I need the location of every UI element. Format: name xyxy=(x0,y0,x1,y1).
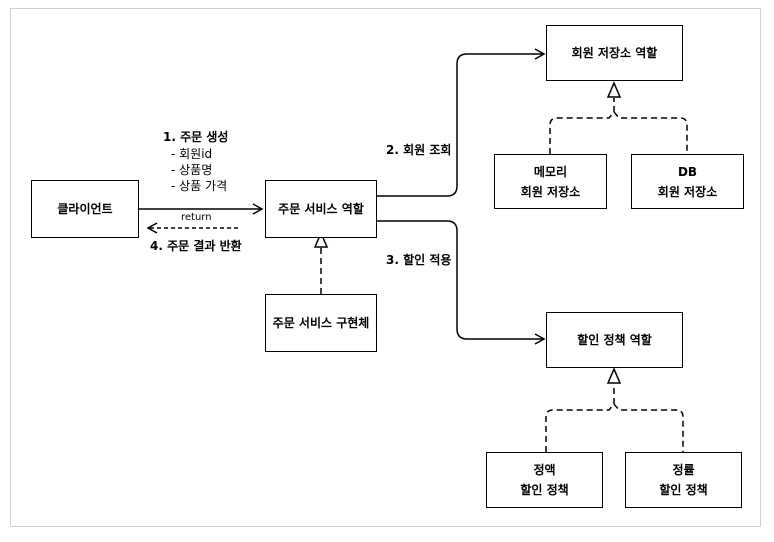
realization-triangle-discount xyxy=(606,367,622,384)
realization-triangle-order xyxy=(313,231,329,248)
fixed-discount-label-1: 정액 xyxy=(533,463,556,477)
param-member-id: - 회원id xyxy=(171,147,213,161)
param-product-name: - 상품명 xyxy=(171,163,213,177)
fixed-discount-label-2: 할인 정책 xyxy=(520,483,569,497)
db-repo-label-2: 회원 저장소 xyxy=(657,184,718,199)
apply-discount-label: 3. 할인 적용 xyxy=(386,253,452,267)
discount-policy-role-label: 할인 정책 역할 xyxy=(577,333,652,347)
client-node: 클라이언트 xyxy=(31,180,139,238)
fixed-discount-node: 정액 할인 정책 xyxy=(486,452,603,508)
memory-repo-node: 메모리 회원 저장소 xyxy=(494,154,607,209)
db-repo-label-1: DB xyxy=(677,164,698,179)
param-product-price: - 상품 가격 xyxy=(171,179,228,193)
client-label: 클라이언트 xyxy=(57,202,113,216)
member-repo-role-label: 회원 저장소 역할 xyxy=(571,46,658,60)
diagram-frame xyxy=(10,8,761,527)
return-label: return xyxy=(181,212,212,223)
create-order-params: - 회원id - 상품명 - 상품 가격 xyxy=(171,146,227,194)
rate-discount-label-1: 정률 xyxy=(672,463,695,477)
db-repo-node: DB 회원 저장소 xyxy=(631,154,744,209)
member-repo-role-node: 회원 저장소 역할 xyxy=(546,25,683,81)
edge-policies-discount-role xyxy=(545,402,684,452)
memory-repo-label-2: 회원 저장소 xyxy=(520,184,581,199)
member-lookup-label: 2. 회원 조회 xyxy=(386,143,452,157)
order-result-label: 4. 주문 결과 반환 xyxy=(150,239,242,253)
order-service-impl-node: 주문 서비스 구현체 xyxy=(265,294,377,352)
memory-repo-label-1: 메모리 xyxy=(533,164,568,179)
order-service-impl-label: 주문 서비스 구현체 xyxy=(272,316,370,330)
order-service-role-label: 주문 서비스 역할 xyxy=(278,202,364,216)
order-service-role-node: 주문 서비스 역할 xyxy=(265,180,377,238)
edge-apply-discount xyxy=(377,220,546,345)
edge-member-lookup xyxy=(377,48,546,197)
create-order-label: 1. 주문 생성 xyxy=(163,130,229,144)
realization-triangle-member xyxy=(606,81,622,98)
discount-policy-role-node: 할인 정책 역할 xyxy=(546,312,683,368)
rate-discount-node: 정률 할인 정책 xyxy=(625,452,742,508)
rate-discount-label-2: 할인 정책 xyxy=(659,483,708,497)
edge-repos-member-role xyxy=(549,110,688,154)
